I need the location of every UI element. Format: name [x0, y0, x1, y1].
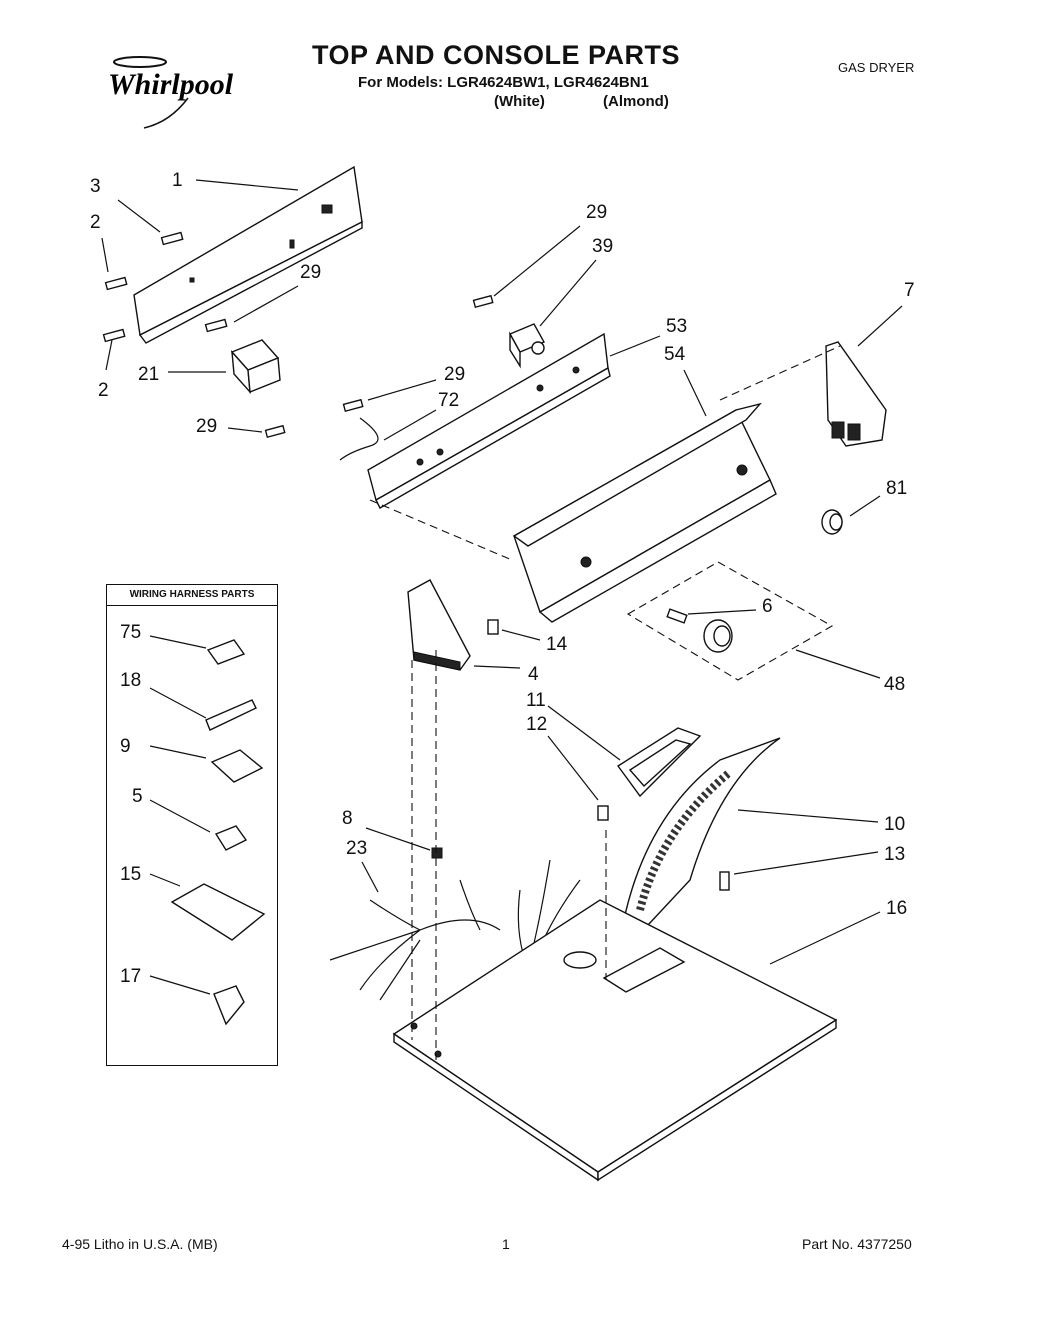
terminal-part-18	[205, 699, 257, 731]
callout-16: 16	[886, 898, 907, 919]
rear-panel-part-1	[133, 165, 363, 344]
callout-29-middle: 29	[444, 364, 465, 385]
callout-29-left: 29	[300, 262, 321, 283]
callout-23: 23	[346, 838, 367, 859]
screw-part-2-bottom	[102, 328, 126, 343]
wire-part-72	[339, 417, 379, 461]
page-number: 1	[502, 1236, 510, 1252]
connector-part-15	[170, 883, 266, 941]
callout-72: 72	[438, 390, 459, 411]
switch-part-21	[230, 339, 281, 395]
svg-text:Whirlpool: Whirlpool	[108, 68, 234, 101]
variant-almond: (Almond)	[603, 93, 669, 110]
callout-10: 10	[884, 814, 905, 835]
knob-part-81	[821, 509, 843, 535]
screw-29-lower	[264, 424, 286, 439]
callout-53: 53	[666, 316, 687, 337]
callout-7: 7	[904, 280, 915, 301]
callout-5: 5	[132, 786, 143, 807]
models-line: For Models: LGR4624BW1, LGR4624BN1	[358, 74, 649, 91]
leader-lines	[101, 179, 903, 995]
frame-part-11	[616, 727, 702, 798]
clip-part-17	[213, 985, 245, 1026]
variant-white: (White)	[494, 93, 545, 110]
switch-part-39	[509, 323, 545, 369]
lint-screen-part-10	[619, 737, 781, 941]
dryer-top-part-16	[392, 899, 838, 1182]
screw-29-top	[472, 294, 494, 309]
callout-81: 81	[886, 478, 907, 499]
page-title: TOP AND CONSOLE PARTS	[312, 40, 681, 70]
knob-part-48	[703, 619, 733, 653]
connector-part-75	[206, 639, 246, 665]
callout-2-top: 2	[90, 212, 101, 233]
callout-15: 15	[120, 864, 141, 885]
callout-29-top: 29	[586, 202, 607, 223]
connector-part-5	[214, 825, 248, 851]
callout-9: 9	[120, 736, 131, 757]
wiring-harness-box: WIRING HARNESS PARTS	[106, 584, 278, 1066]
callout-8: 8	[342, 808, 353, 829]
clip-part-8	[431, 847, 443, 859]
screw-29-left	[204, 318, 228, 333]
whirlpool-logo: Whirlpool	[108, 56, 234, 129]
print-info: 4-95 Litho in U.S.A. (MB)	[62, 1236, 218, 1252]
callout-54: 54	[664, 344, 686, 365]
callout-17: 17	[120, 966, 141, 987]
callout-1: 1	[172, 170, 183, 191]
product-type: GAS DRYER	[838, 60, 915, 75]
screw-part-2-top	[104, 276, 128, 291]
screw-part-3	[160, 231, 184, 246]
alignment-line	[369, 345, 841, 1060]
callout-29-lower: 29	[196, 416, 217, 437]
callout-18: 18	[120, 670, 141, 691]
clip-part-12	[597, 805, 609, 821]
callout-11: 11	[526, 690, 546, 711]
callout-14: 14	[546, 634, 568, 655]
callout-3: 3	[90, 176, 101, 197]
wiring-harness-heading: WIRING HARNESS PARTS	[107, 585, 277, 606]
connector-part-9	[210, 749, 264, 783]
knob-assembly-outline-48	[626, 561, 834, 681]
callout-4: 4	[528, 664, 539, 685]
console-bracket-part-53	[367, 332, 611, 509]
callout-6: 6	[762, 596, 773, 617]
callout-21: 21	[138, 364, 159, 385]
end-cap-part-4	[407, 579, 471, 671]
console-part-54	[512, 402, 777, 623]
screw-29-middle	[342, 398, 364, 413]
end-cap-part-7	[825, 341, 887, 447]
part-number: Part No. 4377250	[802, 1236, 912, 1252]
callout-48: 48	[884, 674, 905, 695]
clip-part-14	[487, 619, 499, 635]
screw-part-13	[719, 871, 730, 891]
callout-75: 75	[120, 622, 141, 643]
callout-12: 12	[526, 714, 547, 735]
shaft-part-6	[666, 608, 688, 624]
callout-39: 39	[592, 236, 613, 257]
callout-13: 13	[884, 844, 905, 865]
callout-2-bottom: 2	[98, 380, 109, 401]
